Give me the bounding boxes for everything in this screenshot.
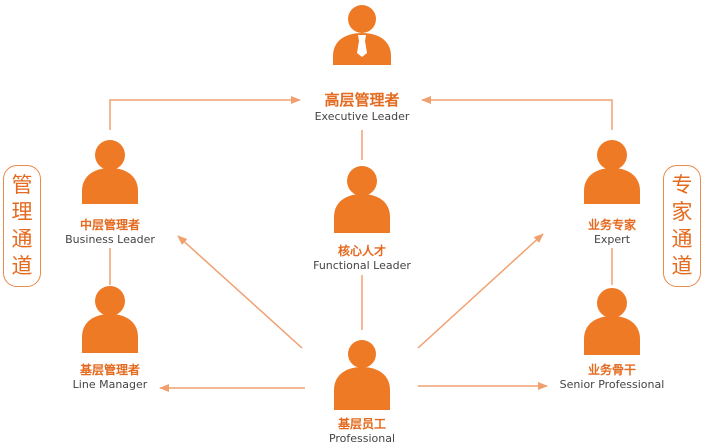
channel-char: 专	[664, 172, 700, 199]
node-cn-label: 高层管理者	[287, 91, 437, 109]
channel-char: 道	[664, 253, 700, 280]
node-en-label: Senior Professional	[537, 378, 687, 392]
node-en-label: Professional	[287, 432, 437, 446]
node-senior-professional: 业务骨干 Senior Professional	[537, 363, 687, 392]
management-channel-label: 管 理 通 道	[3, 165, 41, 287]
node-cn-label: 核心人才	[287, 244, 437, 258]
node-en-label: Line Manager	[35, 378, 185, 392]
node-en-label: Executive Leader	[287, 110, 437, 124]
person-with-tie-icon	[333, 5, 391, 65]
node-line-manager: 基层管理者 Line Manager	[35, 363, 185, 392]
node-business-leader: 中层管理者 Business Leader	[35, 218, 185, 247]
person-icon	[584, 140, 640, 204]
person-icon	[82, 140, 138, 204]
node-functional-leader: 核心人才 Functional Leader	[287, 244, 437, 273]
channel-char: 家	[664, 199, 700, 226]
node-cn-label: 基层员工	[287, 417, 437, 431]
channel-char: 通	[664, 226, 700, 253]
expert-channel-label: 专 家 通 道	[663, 165, 701, 287]
node-cn-label: 业务骨干	[537, 363, 687, 377]
arrow-expert-to-executive	[422, 100, 612, 130]
person-icon	[334, 166, 390, 233]
channel-char: 道	[4, 253, 40, 280]
node-executive-leader: 高层管理者 Executive Leader	[287, 91, 437, 124]
person-icon	[584, 288, 640, 355]
channel-char: 理	[4, 199, 40, 226]
node-en-label: Business Leader	[35, 233, 185, 247]
node-cn-label: 中层管理者	[35, 218, 185, 232]
node-cn-label: 基层管理者	[35, 363, 185, 377]
person-icon	[334, 340, 390, 410]
arrow-business-to-executive	[110, 100, 300, 130]
person-icon	[82, 286, 138, 353]
arrow-professional-to-business	[178, 236, 302, 348]
channel-char: 管	[4, 172, 40, 199]
node-en-label: Functional Leader	[287, 259, 437, 273]
node-professional: 基层员工 Professional	[287, 417, 437, 446]
channel-char: 通	[4, 226, 40, 253]
